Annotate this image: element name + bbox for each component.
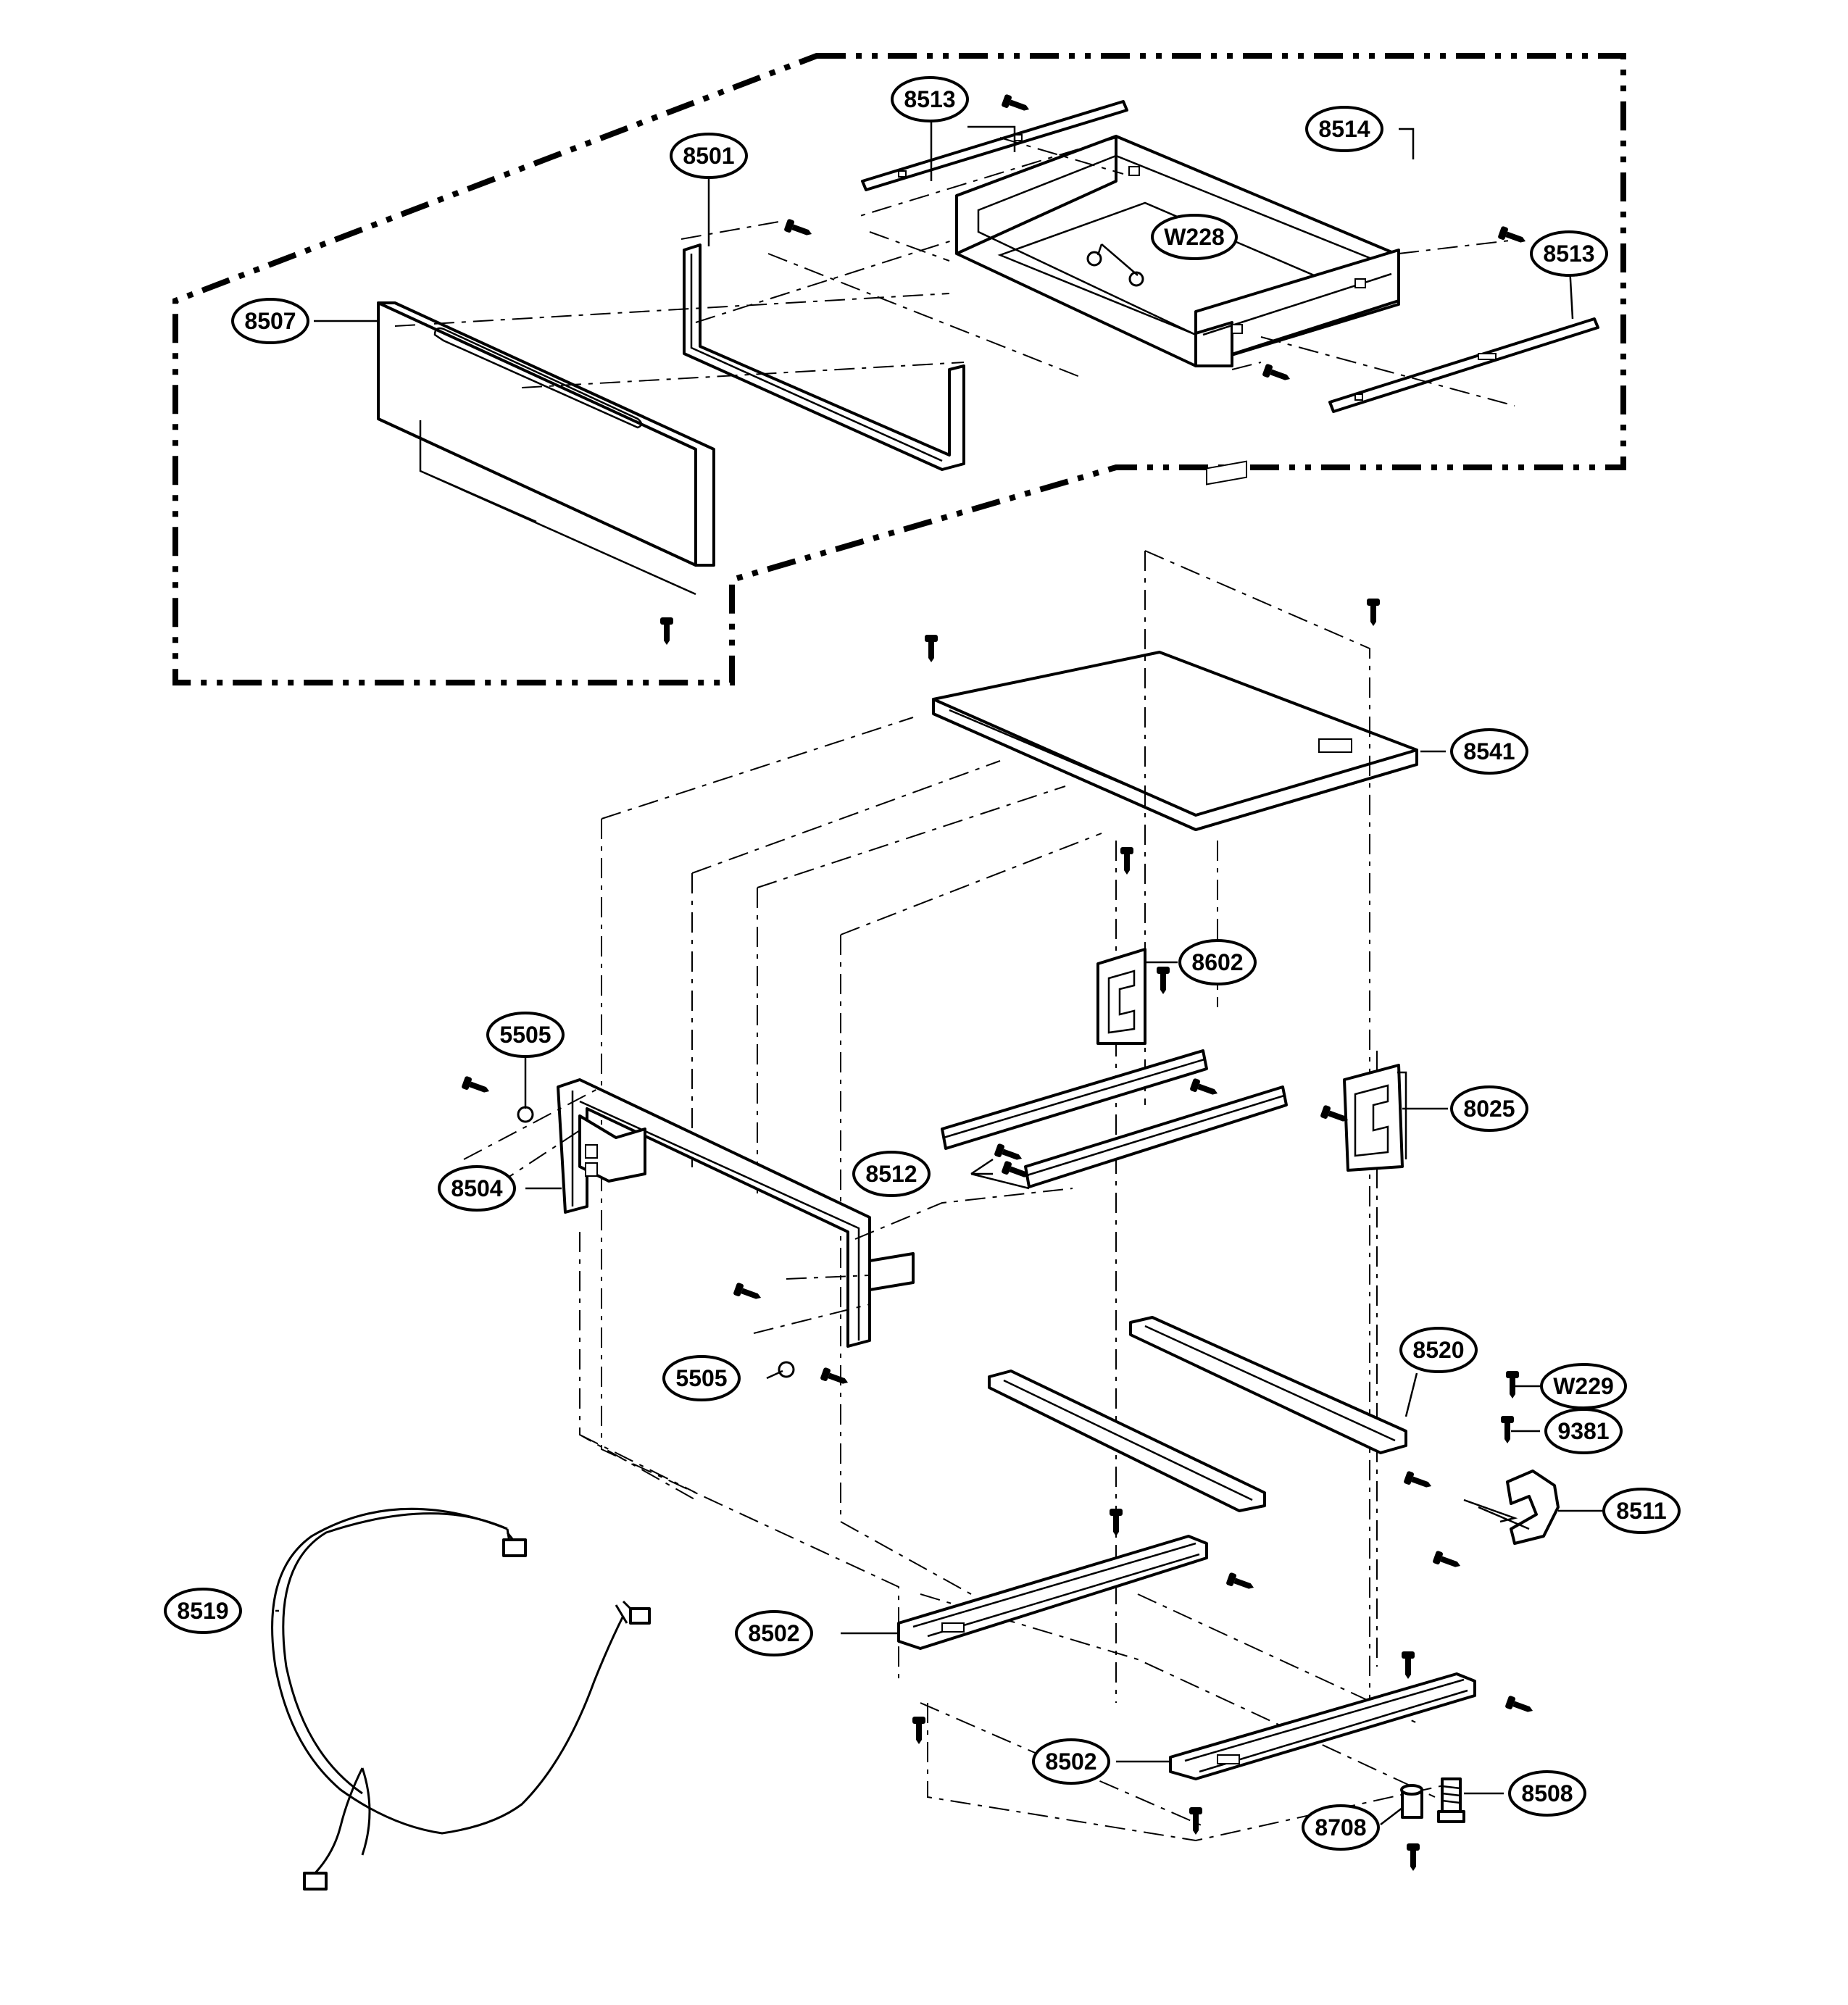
callout-8513-lower[interactable]: 8513 (1530, 230, 1608, 277)
callout-8512[interactable]: 8512 (852, 1151, 931, 1197)
center-bracket (1096, 948, 1146, 1045)
callout-w229[interactable]: W229 (1540, 1363, 1627, 1409)
corner-guard-bracket (1463, 1470, 1560, 1545)
callout-8708[interactable]: 8708 (1302, 1804, 1380, 1851)
svg-text:8501: 8501 (683, 143, 734, 169)
callout-8502-front[interactable]: 8502 (735, 1610, 813, 1656)
front-frame (463, 1078, 1073, 1348)
svg-text:W228: W228 (1164, 224, 1225, 250)
callout-9381[interactable]: 9381 (1544, 1408, 1623, 1454)
svg-text:8502: 8502 (748, 1620, 799, 1646)
drawer-slide-rail-upper (861, 100, 1128, 191)
floor-runner-right (1129, 1316, 1407, 1454)
svg-text:8513: 8513 (904, 86, 955, 112)
callout-8504[interactable]: 8504 (438, 1165, 516, 1212)
cross-rail-upper (941, 1049, 1208, 1150)
svg-text:8520: 8520 (1412, 1337, 1464, 1363)
callout-8541[interactable]: 8541 (1450, 728, 1528, 775)
svg-text:5505: 5505 (675, 1365, 727, 1391)
callout-8511[interactable]: 8511 (1602, 1488, 1681, 1534)
callout-5505-lower[interactable]: 5505 (662, 1355, 741, 1401)
svg-text:8511: 8511 (1616, 1498, 1666, 1524)
callout-w228[interactable]: W228 (1151, 214, 1238, 260)
wire-harness (271, 1507, 651, 1891)
floor-runner-left (988, 1370, 1266, 1512)
svg-text:8602: 8602 (1191, 949, 1243, 975)
callout-8508[interactable]: 8508 (1508, 1770, 1586, 1817)
callout-8507[interactable]: 8507 (231, 298, 309, 344)
callout-8602[interactable]: 8602 (1178, 939, 1257, 985)
base-rail-rear (1169, 1672, 1476, 1780)
svg-text:8504: 8504 (451, 1175, 502, 1201)
leveling-leg (1437, 1777, 1465, 1823)
svg-text:8541: 8541 (1463, 738, 1515, 764)
drawer-frame (683, 243, 965, 471)
drawer-assembly-boundary (172, 53, 1626, 685)
callout-5505-upper[interactable]: 5505 (486, 1012, 565, 1058)
svg-text:8502: 8502 (1045, 1748, 1096, 1775)
callout-8513-upper[interactable]: 8513 (891, 76, 969, 122)
svg-text:W229: W229 (1553, 1373, 1614, 1399)
drawer-slide-rail-lower (1328, 317, 1599, 413)
cross-rail-lower (1024, 1085, 1288, 1188)
right-bracket (1343, 1064, 1407, 1172)
svg-text:9381: 9381 (1557, 1418, 1609, 1444)
svg-text:8512: 8512 (865, 1161, 917, 1187)
leg-cap (1400, 1784, 1423, 1819)
base-rail-front (897, 1535, 1208, 1650)
svg-text:8507: 8507 (244, 308, 296, 334)
cabinet-top-panel (932, 460, 1418, 831)
drawer-front-panel (377, 301, 715, 596)
svg-text:5505: 5505 (499, 1022, 551, 1048)
svg-text:8519: 8519 (177, 1598, 228, 1624)
svg-text:8025: 8025 (1463, 1096, 1515, 1122)
svg-text:8508: 8508 (1521, 1780, 1573, 1806)
drawer-assembly-lines (394, 137, 1523, 407)
callout-8502-rear[interactable]: 8502 (1032, 1738, 1110, 1785)
callout-8025[interactable]: 8025 (1450, 1085, 1528, 1132)
callout-8519[interactable]: 8519 (164, 1588, 242, 1634)
svg-text:8513: 8513 (1543, 241, 1594, 267)
svg-text:8708: 8708 (1315, 1814, 1366, 1841)
callout-8514[interactable]: 8514 (1305, 106, 1383, 152)
callout-8501[interactable]: 8501 (670, 133, 748, 179)
svg-text:8514: 8514 (1318, 116, 1370, 142)
callout-8520[interactable]: 8520 (1399, 1327, 1478, 1373)
screw-fasteners (461, 93, 1536, 1871)
